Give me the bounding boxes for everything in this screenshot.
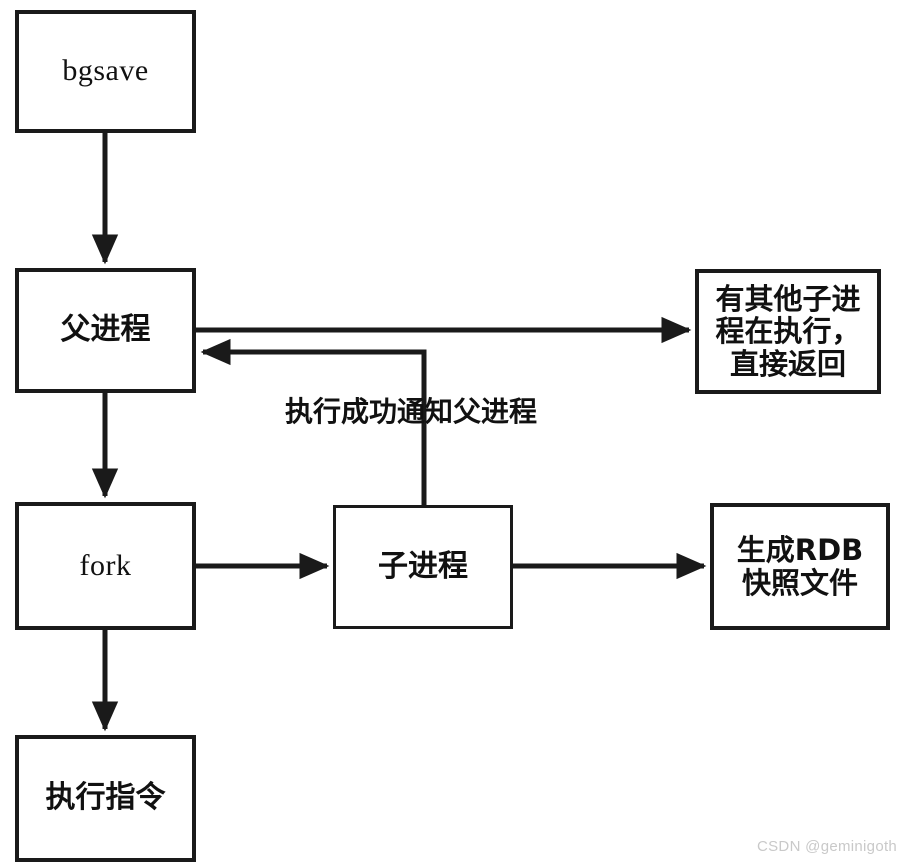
- node-other-child-running[interactable]: 有其他子进 程在执行， 直接返回: [695, 269, 881, 394]
- node-bgsave-label: bgsave: [62, 54, 149, 88]
- node-generate-rdb-snapshot-label: 生成RDB 快照文件: [736, 533, 864, 600]
- node-generate-rdb-snapshot[interactable]: 生成RDB 快照文件: [710, 503, 890, 630]
- csdn-watermark: CSDN @geminigoth: [757, 838, 898, 855]
- node-bgsave[interactable]: bgsave: [15, 10, 196, 133]
- edge-child-to-parent: [200, 338, 427, 505]
- node-execute-command-label: 执行指令: [45, 780, 166, 816]
- node-other-child-running-label: 有其他子进 程在执行， 直接返回: [715, 281, 861, 381]
- edge-label-notify-parent: 执行成功通知父进程: [285, 395, 538, 428]
- node-child-process-label: 子进程: [378, 548, 468, 584]
- node-fork-label: fork: [79, 548, 132, 582]
- node-parent-process[interactable]: 父进程: [15, 268, 196, 393]
- node-parent-process-label: 父进程: [60, 312, 151, 348]
- node-child-process[interactable]: 子进程: [333, 505, 513, 629]
- node-fork[interactable]: fork: [15, 502, 196, 630]
- node-execute-command[interactable]: 执行指令: [15, 735, 196, 862]
